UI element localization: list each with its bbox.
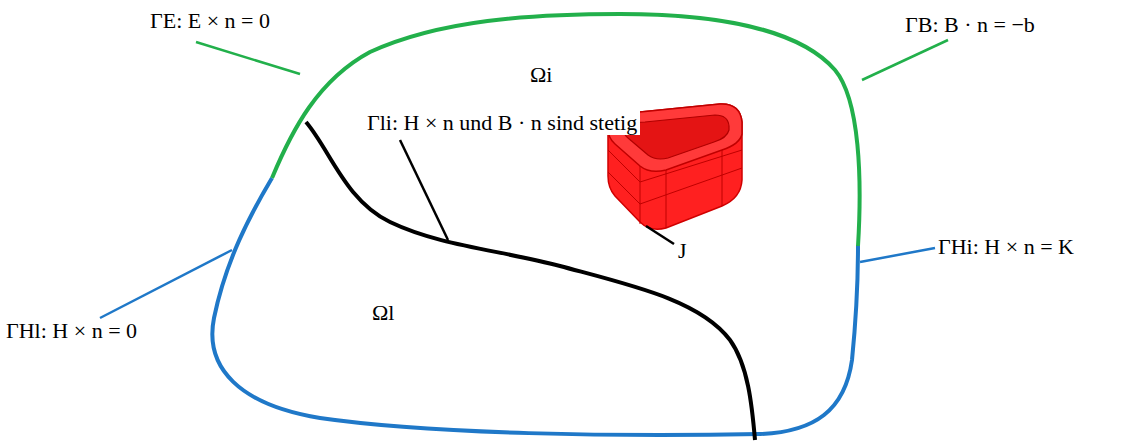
boundary-label: ΓHi: H × n = K xyxy=(938,234,1074,259)
interface-label: Γli: H × n und B · n sind stetig xyxy=(364,110,640,135)
boundary-gamma-h xyxy=(212,178,858,435)
leader-line xyxy=(646,226,674,244)
leader-line xyxy=(100,250,232,318)
boundary-label: ΓE: E × n = 0 xyxy=(150,8,270,33)
region-label: Ωl xyxy=(372,300,394,325)
boundary-gamma-e-b xyxy=(272,14,860,246)
current-label: J xyxy=(678,238,687,263)
boundary-label: ΓB: B · n = −b xyxy=(905,12,1035,37)
leader-line xyxy=(860,248,935,262)
boundary-label: ΓHl: H × n = 0 xyxy=(6,318,137,343)
region-label: Ωi xyxy=(530,62,552,87)
leader-lines xyxy=(196,40,948,80)
leader-line xyxy=(400,140,448,240)
